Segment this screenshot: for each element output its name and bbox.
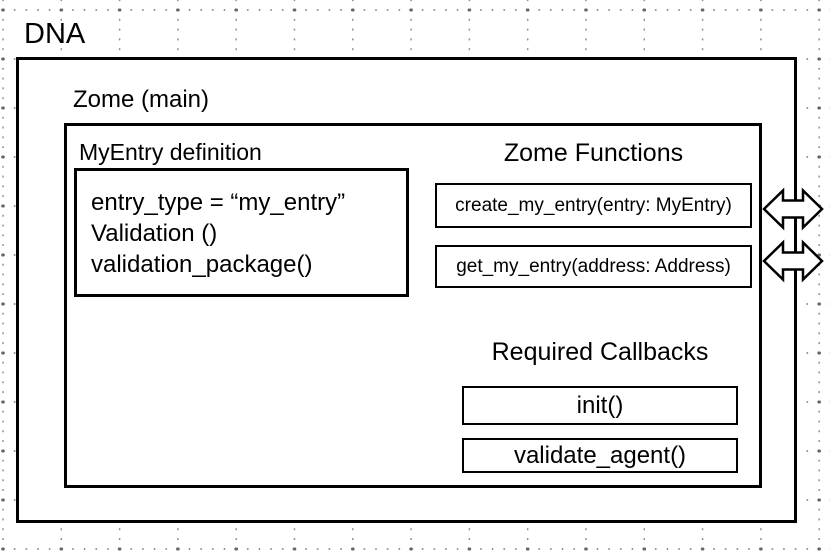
zome-functions-heading: Zome Functions [503,139,684,167]
function-box-get-my-entry: get_my_entry(address: Address) [435,245,752,288]
zome-box: MyEntry definition entry_type = “my_entr… [64,123,762,488]
myentry-definition-label: MyEntry definition [79,139,262,165]
dna-title: DNA [24,18,86,50]
validation-package-line: validation_package() [91,251,313,278]
function-box-create-my-entry: create_my_entry(entry: MyEntry) [435,183,752,228]
required-callbacks-heading: Required Callbacks [491,338,709,366]
zome-label: Zome (main) [73,86,210,113]
dna-box: Zome (main) MyEntry definition entry_typ… [16,57,797,523]
entry-definition-box: entry_type = “my_entry” Validation () va… [74,168,409,297]
callback-box-validate-agent: validate_agent() [462,438,738,473]
bidirectional-arrow-icon [762,187,824,231]
bidirectional-arrow-shape [762,239,824,283]
callback-box-init: init() [462,386,738,425]
validation-line: Validation () [91,220,218,247]
bidirectional-arrow-shape [762,187,824,231]
entry-type-line: entry_type = “my_entry” [91,189,346,216]
bidirectional-arrow-icon [762,239,824,283]
